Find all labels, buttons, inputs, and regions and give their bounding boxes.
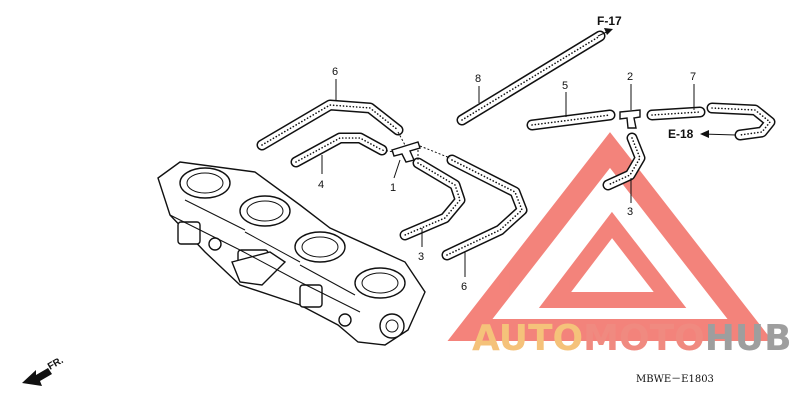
leader-lines <box>321 28 737 277</box>
joint-2 <box>619 109 641 129</box>
watermark-text: AUTOMOTOHUB <box>472 318 792 359</box>
watermark-word-moto: MOTO <box>583 318 705 359</box>
front-label: FR. <box>46 355 66 373</box>
ref-f17: F-17 <box>597 14 622 28</box>
callout-5: 5 <box>562 80 568 92</box>
e18-arrowhead <box>700 130 709 138</box>
callout-2: 2 <box>627 71 633 83</box>
hose-e18 <box>706 102 776 141</box>
hose-7 <box>646 106 706 121</box>
hose-3-lower <box>399 157 466 241</box>
watermark-word-auto: AUTO <box>472 318 583 359</box>
hose-6-lower <box>441 154 528 261</box>
callout-6-lower: 6 <box>461 281 467 293</box>
hose-8 <box>456 30 606 126</box>
diagram-code: MBWE－E1803 <box>636 374 714 385</box>
hose-5 <box>526 109 616 131</box>
hose-4 <box>290 132 388 168</box>
callout-1: 1 <box>390 182 396 194</box>
callout-6-upper: 6 <box>332 66 338 78</box>
front-arrow-icon <box>22 368 52 386</box>
callout-7: 7 <box>690 71 696 83</box>
watermark-logo <box>447 132 773 341</box>
watermark-triangle-outer <box>447 132 773 341</box>
watermark-triangle-inner <box>538 211 687 308</box>
throttle-body-assembly <box>157 161 426 346</box>
callout-3-lower: 3 <box>418 251 424 263</box>
callout-3-upper: 3 <box>627 206 633 218</box>
joint-1 <box>391 141 421 163</box>
hose-6-upper <box>256 99 404 151</box>
hose-3-upper <box>602 132 646 191</box>
f17-arrowhead <box>604 28 613 35</box>
watermark-word-hub: HUB <box>705 318 792 359</box>
callout-4: 4 <box>318 179 324 191</box>
callout-8: 8 <box>475 73 481 85</box>
ref-e18: E-18 <box>668 127 694 141</box>
